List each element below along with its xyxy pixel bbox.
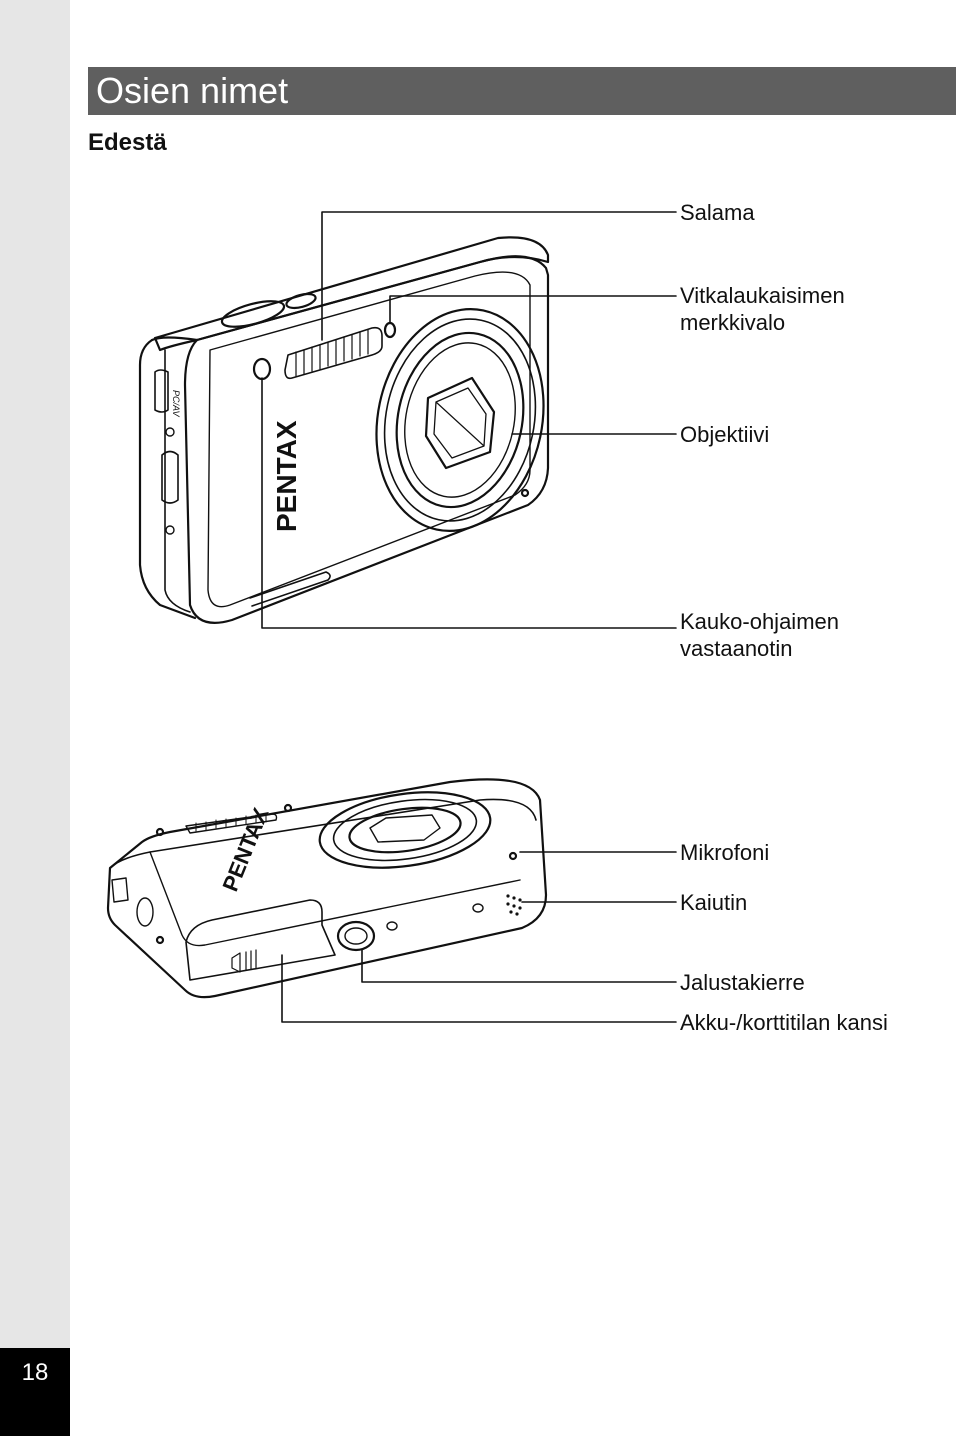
remote-receiver-icon (252, 357, 272, 381)
label-remote-line2: vastaanotin (680, 636, 793, 661)
label-selftimer-line2: merkkivalo (680, 310, 786, 335)
bottom-leader-lines (281, 851, 677, 1023)
page-number-box (0, 1348, 70, 1436)
camera-front-illustration: PENTAX PC/AV (138, 236, 550, 624)
label-microphone: Mikrofoni (680, 840, 770, 865)
label-flash: Salama (680, 200, 755, 225)
label-tripod: Jalustakierre (680, 970, 805, 995)
camera-bottom-illustration: PENTAX (106, 778, 548, 999)
camera-bottom-brand-logo: PENTAX (217, 804, 273, 895)
section-subtitle: Edestä (88, 129, 167, 156)
label-selftimer-line1: Vitkalaukaisimen (680, 283, 845, 308)
lens-assembly (375, 308, 545, 532)
section-title: Osien nimet (96, 70, 289, 111)
selftimer-lamp-icon (383, 321, 397, 339)
speaker-holes (506, 894, 522, 916)
label-speaker: Kaiutin (680, 890, 748, 915)
side-margin-strip (0, 0, 70, 1436)
port-label: PC/AV (171, 390, 181, 418)
section-title-bar (88, 67, 956, 115)
label-battery-cover: Akku-/korttitilan kansi (680, 1010, 888, 1035)
camera-brand-logo: PENTAX (271, 420, 302, 532)
page-number: 18 (21, 1359, 49, 1386)
label-remote-line1: Kauko-ohjaimen (680, 609, 839, 634)
label-lens: Objektiivi (680, 422, 770, 447)
front-leader-lines (261, 211, 677, 629)
flash-window (284, 326, 383, 380)
